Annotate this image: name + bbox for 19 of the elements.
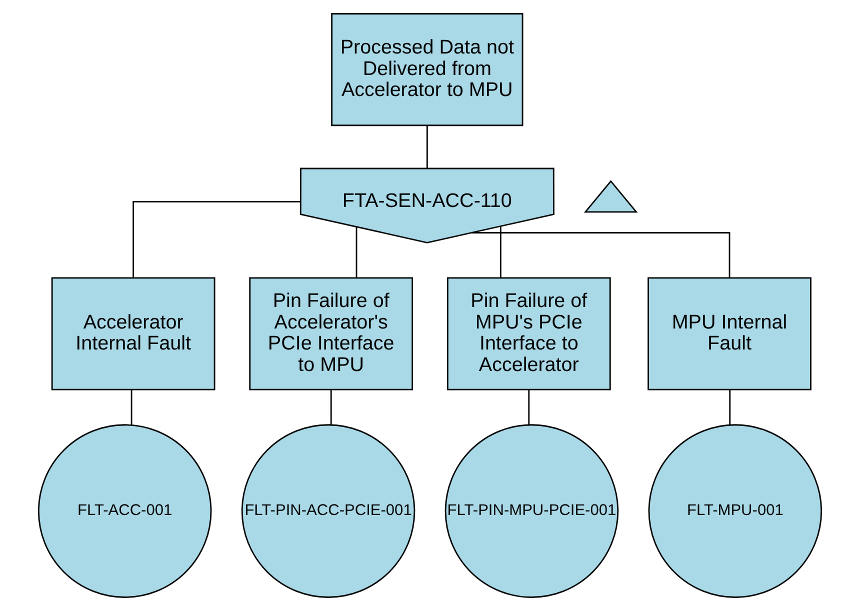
node-circle: FLT-PIN-ACC-PCIE-001 <box>240 424 415 598</box>
node-box: Accelerator Internal Fault <box>50 277 215 390</box>
node-box: MPU Internal Fault <box>647 277 811 390</box>
node-circle: FLT-PIN-MPU-PCIE-001 <box>444 424 618 598</box>
connector <box>728 390 730 425</box>
node-circle: FLT-ACC-001 <box>37 424 212 598</box>
node-triangle <box>583 180 638 213</box>
node-box: Pin Failure of MPU's PCIe Interface to Accelerator <box>446 277 610 390</box>
connector <box>355 227 357 278</box>
connector <box>499 226 501 278</box>
connector <box>130 390 132 425</box>
connector <box>132 200 300 278</box>
connector <box>330 390 332 425</box>
node-box: Processed Data not Delivered from Accelerator to MPU <box>330 13 523 126</box>
connector <box>426 126 428 168</box>
connector <box>471 232 730 278</box>
node-circle: FLT-MPU-001 <box>648 424 822 598</box>
node-box: Pin Failure of Accelerator's PCIe Interface to MPU <box>248 277 413 390</box>
connector <box>528 390 530 425</box>
